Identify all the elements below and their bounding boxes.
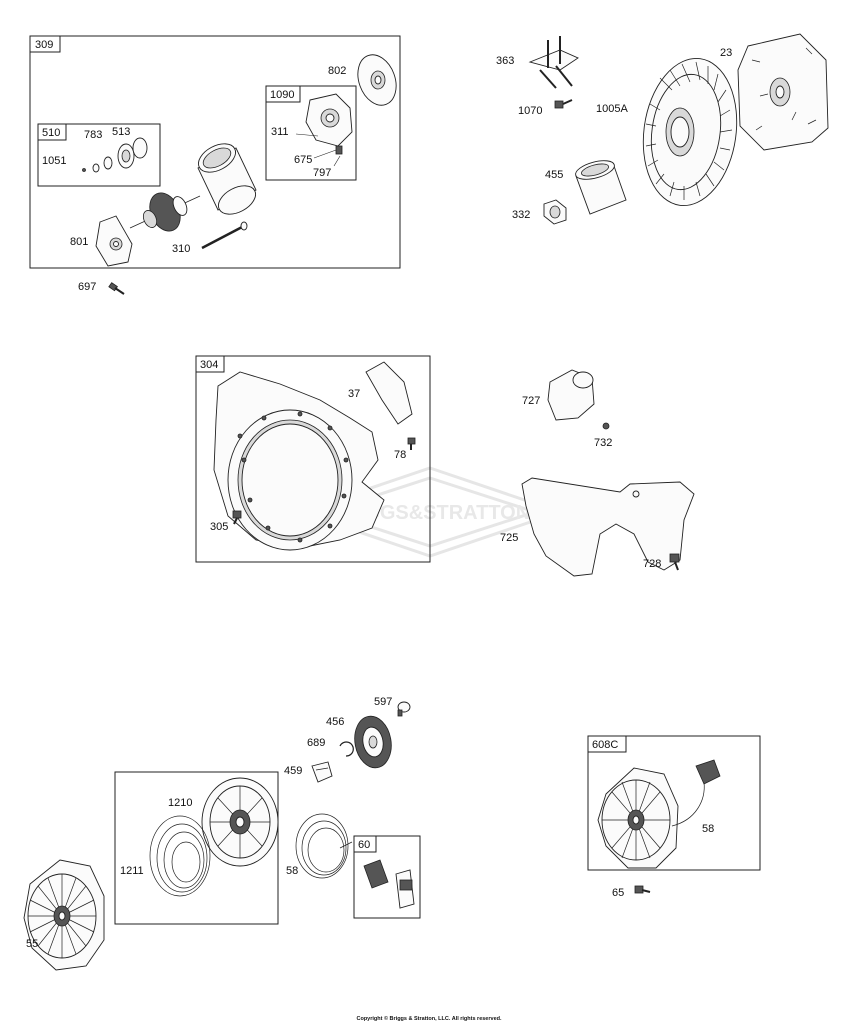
part-23-label: 23 [720,47,732,59]
part-55-label: 55 [26,938,38,950]
drive-gear-drawing [82,137,148,173]
group-608C-tag [587,735,627,753]
screw-78-drawing [407,437,416,450]
clip-689-drawing [339,741,354,757]
drive-end-cap-drawing [95,215,133,267]
muffler-guard-assembly: 727 732 725 728 [500,369,695,577]
part-456-label: 456 [326,716,344,728]
part-1210-label: 1210 [168,797,192,809]
part-1005A-label: 1005A [596,103,628,115]
ratchet-456-drawing [354,715,392,769]
armature-bracket-drawing [528,36,579,89]
screw-732-drawing [602,422,610,430]
part-1051-label: 1051 [42,155,66,167]
part-727-label: 727 [522,395,540,407]
group-60-label: 60 [358,839,370,851]
group-510-label: 510 [42,127,60,139]
copyright-notice: Copyright © Briggs & Stratton, LLC. All … [356,1015,502,1022]
group-510-tag [37,123,67,141]
part-732-label: 732 [594,437,612,449]
end-plate-drawing [357,54,397,106]
group-608C-label: 608C [592,739,618,751]
screw-728-drawing [669,553,680,571]
part-58b-label: 58 [702,823,714,835]
part-689-label: 689 [307,737,325,749]
rewind-starter-assembly: 597 456 689 459 1210 [23,696,421,971]
screw-597-drawing [397,701,411,717]
blower-housing-group: 304 37 78 [195,355,431,563]
part-697-label: 697 [78,281,96,293]
part-58a-label: 58 [286,865,298,877]
group-60-frame [353,835,421,919]
spring-1211-drawing [149,815,211,897]
blower-housing-drawing [213,371,385,551]
cover-727-drawing [547,369,595,421]
flywheel-drawing [642,57,738,207]
part-801-label: 801 [70,236,88,248]
group-304-label: 304 [200,359,218,371]
part-305-label: 305 [210,521,228,533]
group-304-frame [195,355,431,563]
flywheel-nut-drawing [543,199,567,225]
flywheel-assembly: 363 1070 1005A 23 455 [496,33,829,225]
group-60-tag [353,835,377,853]
pawl-459-drawing [311,761,333,783]
rope-58-drawing [295,813,353,879]
part-311-label: 311 [271,126,289,138]
group-309-tag [29,35,61,53]
rotating-screen-drawing [737,33,829,151]
part-65-label: 65 [612,887,624,899]
pulley-spring-frame [114,771,279,925]
group-304-tag [195,355,225,373]
brush-holder-drawing [305,93,353,155]
part-310-label: 310 [172,243,190,255]
group-1090-frame [265,85,357,181]
screw-1070-drawing [554,99,573,109]
rewind-housing-55-drawing [23,859,105,971]
motor-housing-drawing [197,143,257,215]
part-1070-label: 1070 [518,105,542,117]
part-597-label: 597 [374,696,392,708]
part-513-label: 513 [112,126,130,138]
group-1090-tag [265,85,301,103]
group-309-label: 309 [35,39,53,51]
screw-65-drawing [634,885,651,894]
rewind-starter-complete-group: 608C 58 [587,735,761,871]
part-783-label: 783 [84,129,102,141]
group-608C-frame [587,735,761,871]
part-797-label: 797 [313,167,331,179]
starter-handle-drawing [363,859,415,909]
part-1211-label: 1211 [120,865,144,877]
through-bolt-drawing [201,221,248,250]
part-455-label: 455 [545,169,563,181]
part-728-label: 728 [643,558,661,570]
part-459-label: 459 [284,765,302,777]
part-332-label: 332 [512,209,530,221]
pulley-1210-drawing [201,777,279,867]
part-37-label: 37 [348,388,360,400]
part-725-label: 725 [500,532,518,544]
group-309-frame [29,35,401,269]
shield-37-drawing [365,361,413,425]
group-510-frame [37,123,161,187]
part-675-label: 675 [294,154,312,166]
part-78-label: 78 [394,449,406,461]
starter-cup-drawing [575,160,627,215]
part-802-label: 802 [328,65,346,77]
screw-305-drawing [232,510,242,525]
group-1090-label: 1090 [270,89,294,101]
rewind-starter-complete-drawing [597,759,721,869]
guard-725-drawing [521,477,695,577]
part-363-label: 363 [496,55,514,67]
screw-697-drawing [108,282,125,295]
armature-drawing [129,192,201,232]
starter-motor-group: 309 510 1090 802 311 675 797 [29,35,401,269]
